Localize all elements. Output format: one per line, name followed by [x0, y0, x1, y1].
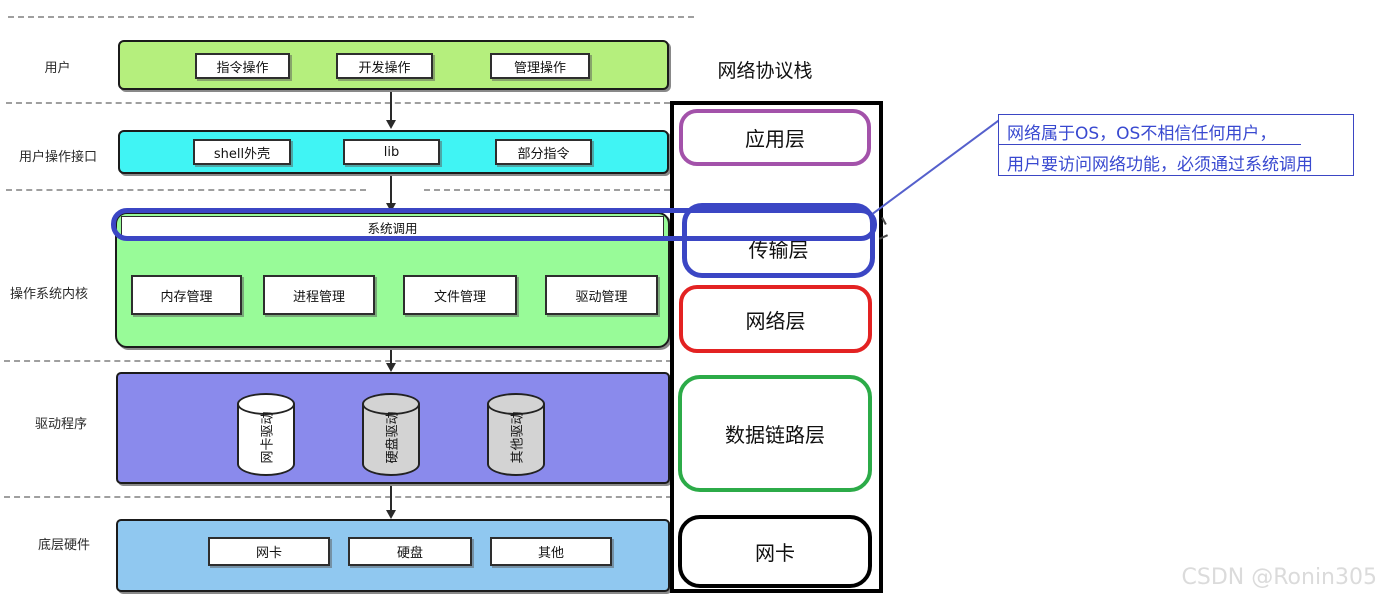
- flow-arrow: [390, 92, 392, 120]
- stack-layer-nic: 网卡: [678, 515, 872, 588]
- kernel-box: 驱动管理: [545, 275, 658, 315]
- label-drivers: 驱动程序: [34, 417, 87, 432]
- flow-arrow: [390, 486, 392, 510]
- dashed-separator: [6, 102, 670, 104]
- interface-box: 部分指令: [495, 139, 592, 165]
- syscall-highlight-loop: [111, 208, 877, 241]
- user-op-box: 指令操作: [195, 53, 290, 79]
- cylinder-other-driver: [487, 404, 545, 476]
- flow-arrow: [390, 350, 392, 363]
- dashed-separator: [8, 16, 694, 18]
- cylinder-top-ellipse: [237, 393, 295, 415]
- dashed-separator: [4, 496, 672, 498]
- cylinder-label: 硬盘驱动: [385, 411, 401, 464]
- cylinder-label: 其他驱动: [510, 411, 526, 464]
- flow-arrowhead: [386, 120, 396, 129]
- label-os-kernel: 操作系统内核: [9, 287, 88, 302]
- hardware-box: 其他: [490, 537, 612, 566]
- flow-arrowhead: [386, 363, 396, 372]
- annotation-line2: 用户要访问网络功能，必须通过系统调用: [1007, 155, 1313, 175]
- annotation-note: 网络属于OS，OS不相信任何用户， 用户要访问网络功能，必须通过系统调用: [998, 114, 1354, 176]
- interface-box: shell外壳: [193, 139, 291, 165]
- flow-arrowhead: [386, 510, 396, 519]
- annotation-line1: 网络属于OS，OS不相信任何用户，: [1007, 124, 1277, 144]
- kernel-box: 文件管理: [403, 275, 517, 315]
- stack-layer-datalink: 数据链路层: [678, 375, 872, 492]
- flow-arrow: [390, 176, 392, 203]
- hardware-box: 硬盘: [348, 537, 472, 566]
- interface-box: lib: [343, 139, 440, 165]
- label-user: 用户: [44, 61, 71, 76]
- watermark: CSDN @Ronin305: [1181, 565, 1377, 590]
- label-hardware: 底层硬件: [37, 538, 90, 553]
- label-user-interface: 用户操作接口: [18, 150, 97, 165]
- annotation-divider: [999, 144, 1301, 145]
- stack-layer-network: 网络层: [679, 285, 872, 353]
- user-op-box: 管理操作: [490, 53, 590, 79]
- dashed-separator: [6, 189, 366, 191]
- cylinder-label: 网卡驱动: [260, 411, 276, 464]
- dashed-separator: [424, 189, 670, 191]
- dashed-separator: [4, 360, 672, 362]
- hardware-box: 网卡: [208, 537, 330, 566]
- user-op-box: 开发操作: [336, 53, 433, 79]
- cylinder-top-ellipse: [362, 393, 420, 415]
- flow-arrowhead: [386, 203, 396, 212]
- kernel-box: 进程管理: [263, 275, 375, 315]
- kernel-box: 内存管理: [131, 275, 242, 315]
- cylinder-top-ellipse: [487, 393, 545, 415]
- stack-layer-application: 应用层: [679, 109, 871, 166]
- annotation-leader-line: [872, 118, 1001, 215]
- cylinder-nic-driver: [237, 404, 295, 476]
- protocol-stack-title: 网络协议栈: [717, 60, 813, 82]
